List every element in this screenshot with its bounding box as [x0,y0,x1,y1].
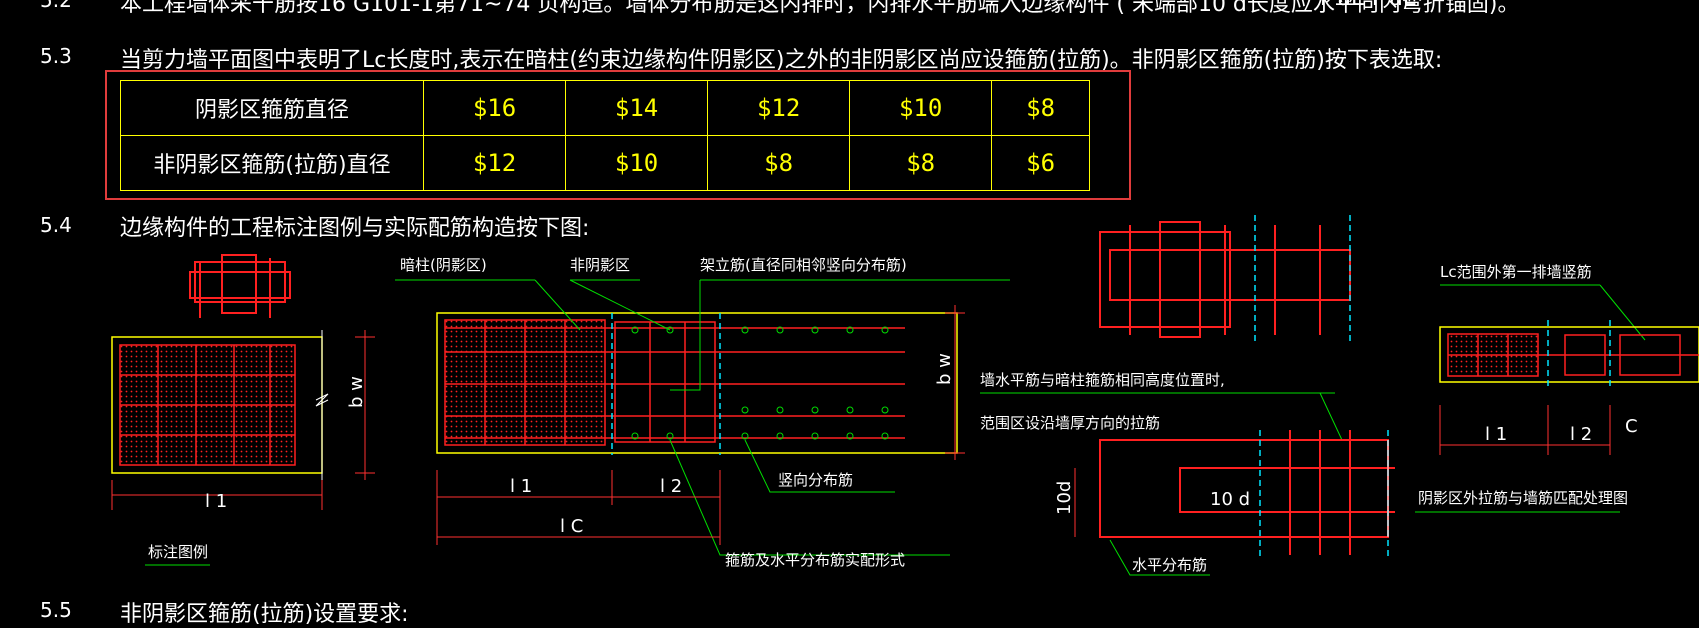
legend-column-drawing: b w l 1 标注图例 [111,330,375,566]
section-5-3-text: 当剪力墙平面图中表明了Lc长度时,表示在暗柱(约束边缘构件阴影区)之外的非阴影区… [120,48,1443,73]
l1-right-dim: l 1 [1485,424,1507,445]
l2-right-dim: l 2 [1570,424,1592,445]
section-5-4-text: 边缘构件的工程标注图例与实际配筋构造按下图: [120,216,590,241]
table-cell: $14 [565,80,709,136]
bw-dim-label: b w [346,376,367,408]
dark-column-label: 暗柱(阴影区) [400,256,487,274]
vertical-dist-label: 竖向分布筋 [778,471,853,489]
non-shadow-label: 非阴影区 [570,256,630,274]
ten-d-anchorage-detail: 墙水平筋与暗柱箍筋相同高度位置时, 范围区设沿墙厚方向的拉筋 10 d 10d … [980,371,1395,576]
section-5-2-number: 5.2 [40,0,72,12]
table-cell: $8 [991,80,1090,136]
top-right-label: l aE l aE [1320,0,1417,11]
ten-d-vertical-label: 10d [1054,481,1075,515]
wall-h-note-2: 范围区设沿墙厚方向的拉筋 [980,414,1160,432]
stirrup-form-label: 箍筋及水平分布筋实配形式 [725,551,905,569]
erect-bar-label: 架立筋(直径同相邻竖向分布筋) [700,256,907,274]
table-row-label: 非阴影区箍筋(拉筋)直径 [120,135,424,191]
stirrup-diameter-table: 阴影区箍筋直径 $16 $14 $12 $10 $8 非阴影区箍筋(拉筋)直径 … [120,80,1090,191]
bw-mid-dim: b w [934,353,955,385]
small-column-section-icon [189,254,291,318]
section-5-4-number: 5.4 [40,213,72,237]
table-cell: $8 [849,135,993,191]
c-dim-label: C [1625,416,1638,437]
ten-d-label: 10 d [1210,489,1250,510]
table-cell: $6 [991,135,1090,191]
corner-tie-detail [1099,221,1351,338]
table-cell: $12 [707,80,851,136]
wall-rebar-section: 暗柱(阴影区) 非阴影区 架立筋(直径同相邻竖向分布筋) 竖向分布筋 箍筋及水平… [395,256,1010,569]
lc-dim: l C [560,516,583,537]
lc-first-row-label: Lc范围外第一排墙竖筋 [1440,263,1592,281]
legend-label: 标注图例 [148,543,208,561]
table-cell: $8 [707,135,851,191]
table-row-label: 阴影区箍筋直径 [120,80,424,136]
table-cell: $16 [422,80,567,136]
shadow-zone-tie-detail: Lc范围外第一排墙竖筋 l 1 l 2 C 阴影区外拉筋与墙筋匹配处理图 [1415,263,1699,513]
section-5-2-text: 本工程墙体采干筋按16 G101-1第71~74 页构造。墙体分布筋是这内排时，… [120,0,1520,17]
table-cell: $12 [422,135,567,191]
table-row: 阴影区箍筋直径 $16 $14 $12 $10 $8 [120,80,1090,136]
shadow-tie-label: 阴影区外拉筋与墙筋匹配处理图 [1418,489,1628,507]
l2-mid-dim: l 2 [660,476,682,497]
table-cell: $10 [565,135,709,191]
wall-h-note-1: 墙水平筋与暗柱箍筋相同高度位置时, [980,371,1225,389]
section-5-3-number: 5.3 [40,44,72,68]
table-row: 非阴影区箍筋(拉筋)直径 $12 $10 $8 $8 $6 [120,135,1090,191]
table-highlight-box [105,70,1131,200]
l1-dim-label: l 1 [205,491,227,512]
table-cell: $10 [849,80,993,136]
l1-mid-dim: l 1 [510,476,532,497]
horiz-dist-label: 水平分布筋 [1132,556,1207,574]
